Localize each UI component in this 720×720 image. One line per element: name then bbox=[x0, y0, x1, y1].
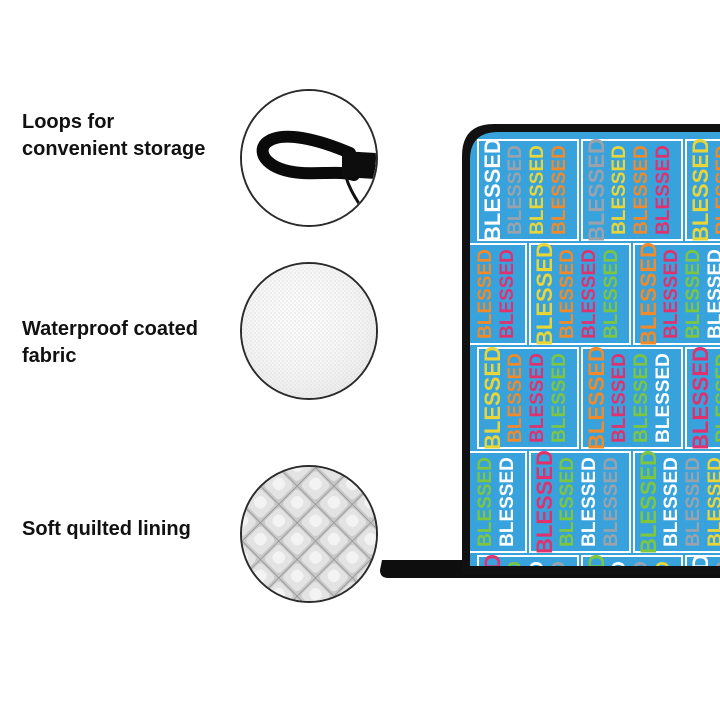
loop-detail-circle bbox=[240, 89, 378, 227]
pattern-word: BLESSED bbox=[609, 353, 630, 443]
pattern-word: BLESSED bbox=[631, 561, 652, 651]
pattern-word: BLESSED bbox=[653, 353, 674, 443]
pattern-word: BLESSED bbox=[505, 353, 526, 443]
pattern-tile bbox=[581, 347, 683, 449]
pattern-word: BLESSED bbox=[557, 457, 578, 547]
feature-label-loops: Loops for convenient storage bbox=[22, 111, 206, 160]
pattern-word: BLESSED bbox=[688, 346, 713, 450]
pattern-word: BLESSED bbox=[497, 249, 518, 339]
pattern-word: BLESSED bbox=[661, 457, 682, 547]
pattern-word: BLESSED bbox=[527, 145, 548, 235]
pattern-word: BLESSED bbox=[527, 561, 548, 651]
pattern-word: BLESSED bbox=[527, 353, 548, 443]
quilted-lining-icon bbox=[242, 467, 376, 601]
pattern-word: BLESSED bbox=[631, 145, 652, 235]
pattern-tile bbox=[529, 243, 631, 345]
pattern-word: BLESSED bbox=[480, 554, 505, 658]
quilted-detail-circle bbox=[240, 465, 378, 603]
pattern-word: BLESSED bbox=[584, 554, 609, 658]
pattern-tile bbox=[581, 139, 683, 241]
feature-label-quilted: Soft quilted lining bbox=[22, 518, 191, 540]
pattern-word: BLESSED bbox=[661, 249, 682, 339]
pattern-word: BLESSED bbox=[688, 554, 713, 658]
pattern-tile bbox=[477, 555, 579, 566]
pattern-word: BLESSED bbox=[584, 346, 609, 450]
fabric-detail-circle bbox=[240, 262, 378, 400]
pattern-word: BLESSED bbox=[475, 457, 496, 547]
pattern-tile bbox=[477, 139, 579, 241]
pattern-word: BLESSED bbox=[609, 145, 630, 235]
pattern-word: BLESSED bbox=[505, 561, 526, 651]
pattern-word: BLESSED bbox=[549, 561, 570, 651]
loop-icon bbox=[242, 91, 376, 225]
pattern-word: BLESSED bbox=[453, 457, 474, 547]
pattern-word: BLESSED bbox=[705, 457, 720, 547]
pattern-word: BLESSED bbox=[631, 353, 652, 443]
pattern-word: BLESSED bbox=[480, 346, 505, 450]
pattern-word: BLESSED bbox=[497, 457, 518, 547]
pattern-word: BLESSED bbox=[549, 353, 570, 443]
pattern-word: BLESSED bbox=[636, 450, 661, 554]
pattern-tile bbox=[529, 451, 631, 553]
pattern-tile bbox=[685, 347, 720, 449]
pattern-tile bbox=[685, 139, 720, 241]
pattern-word: BLESSED bbox=[713, 145, 720, 235]
pattern-tile bbox=[633, 243, 720, 345]
pattern-word: BLESSED bbox=[601, 457, 622, 547]
pattern-word: BLESSED bbox=[601, 249, 622, 339]
pattern-tile bbox=[470, 451, 527, 553]
pattern-tile bbox=[581, 555, 683, 566]
pattern-word: BLESSED bbox=[428, 450, 453, 554]
pattern-word: BLESSED bbox=[453, 249, 474, 339]
pattern-word: BLESSED bbox=[557, 249, 578, 339]
pattern-word: BLESSED bbox=[505, 145, 526, 235]
pattern-word: BLESSED bbox=[653, 561, 674, 651]
pattern-word: BLESSED bbox=[683, 457, 704, 547]
pattern-word: BLESSED bbox=[713, 353, 720, 443]
pattern-tile bbox=[477, 347, 579, 449]
pattern-word: BLESSED bbox=[609, 561, 630, 651]
pattern-word: BLESSED bbox=[579, 457, 600, 547]
pattern-word: BLESSED bbox=[532, 242, 557, 346]
pattern-tile bbox=[470, 243, 527, 345]
pattern-word: BLESSED bbox=[636, 242, 661, 346]
pattern-word: BLESSED bbox=[653, 145, 674, 235]
pattern-word: BLESSED bbox=[683, 249, 704, 339]
pattern-word: BLESSED bbox=[688, 138, 713, 242]
pattern-word: BLESSED bbox=[549, 145, 570, 235]
pattern-word: BLESSED bbox=[428, 242, 453, 346]
pattern-word: BLESSED bbox=[705, 249, 720, 339]
fabric-swatch-icon bbox=[242, 264, 376, 398]
pattern-word: BLESSED bbox=[579, 249, 600, 339]
pattern-tile bbox=[633, 451, 720, 553]
pattern-word: BLESSED bbox=[475, 249, 496, 339]
pattern-word: BLESSED bbox=[713, 561, 720, 651]
feature-label-waterproof: Waterproof coated fabric bbox=[22, 318, 198, 367]
pattern-word: BLESSED bbox=[532, 450, 557, 554]
pattern-word: BLESSED bbox=[584, 138, 609, 242]
pattern-word: BLESSED bbox=[480, 138, 505, 242]
